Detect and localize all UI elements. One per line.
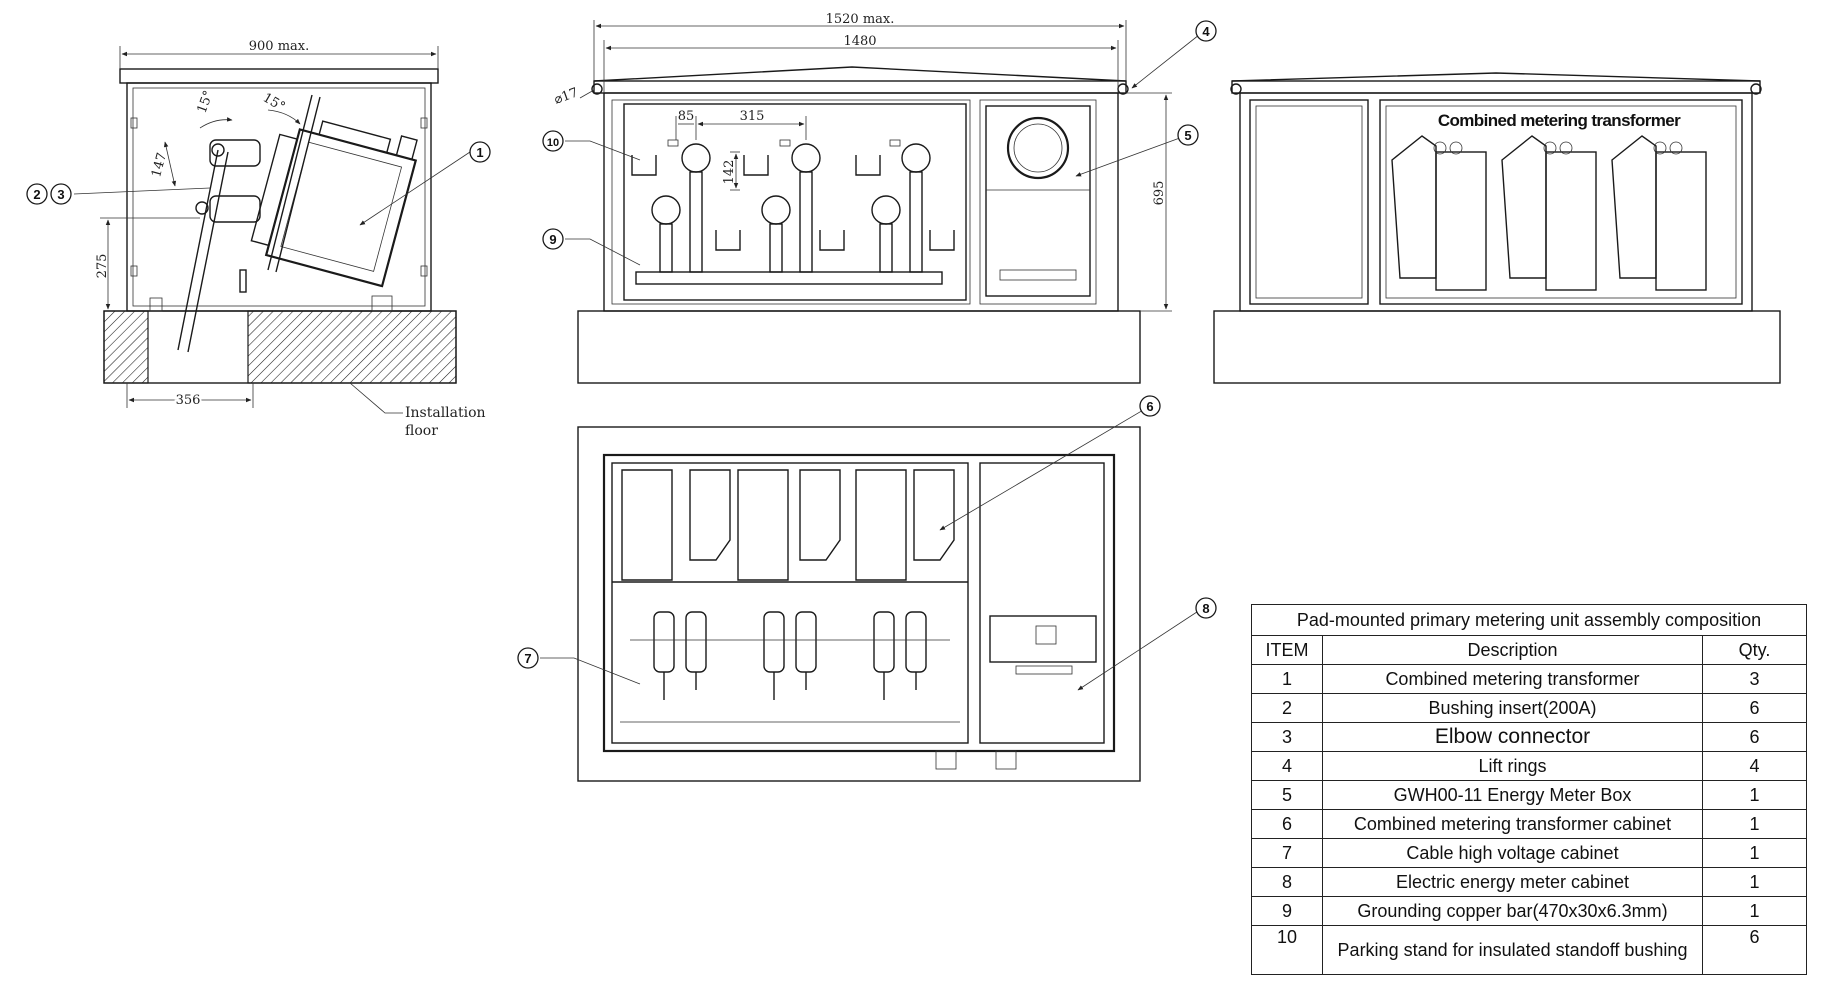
svg-text:5: 5 xyxy=(1184,128,1191,143)
bom-item: 7 xyxy=(1251,838,1323,868)
bom-item: 6 xyxy=(1251,809,1323,839)
svg-text:7: 7 xyxy=(524,651,531,666)
dim-front-width: 1480 xyxy=(843,34,876,49)
dim-height: 695 xyxy=(1152,181,1167,206)
svg-text:6: 6 xyxy=(1146,399,1153,414)
bom-qty: 1 xyxy=(1702,867,1807,897)
bom-qty: 6 xyxy=(1702,693,1807,723)
bom-caption: Pad-mounted primary metering unit assemb… xyxy=(1251,604,1807,635)
bom-item: 3 xyxy=(1251,722,1323,752)
svg-text:8: 8 xyxy=(1202,601,1209,616)
svg-text:3: 3 xyxy=(57,187,64,202)
bom-description: GWH00-11 Energy Meter Box xyxy=(1322,780,1703,810)
svg-text:10: 10 xyxy=(547,137,559,149)
bom-header-qty: Qty. xyxy=(1702,635,1807,665)
bom-item: 4 xyxy=(1251,751,1323,781)
table-row: 1 Combined metering transformer 3 xyxy=(1251,664,1807,694)
svg-text:4: 4 xyxy=(1202,24,1210,39)
bom-item: 9 xyxy=(1251,896,1323,926)
table-row: 2 Bushing insert(200A) 6 xyxy=(1251,693,1807,723)
bom-description: Grounding copper bar(470x30x6.3mm) xyxy=(1322,896,1703,926)
bom-qty: 6 xyxy=(1702,925,1807,975)
dim-pitch-large: 315 xyxy=(740,109,765,124)
front-view: 1520 max. 1480 695 85 315 142 ⌀17 xyxy=(552,12,1205,384)
bom-qty: 1 xyxy=(1702,838,1807,868)
balloon-6: 6 xyxy=(1139,395,1161,417)
installation-floor-label-2: floor xyxy=(405,423,438,439)
dim-bushing-height: 275 xyxy=(95,254,110,279)
bom-description: Electric energy meter cabinet xyxy=(1322,867,1703,897)
rear-view-title: Combined metering transformer xyxy=(1438,111,1681,130)
bom-description: Lift rings xyxy=(1322,751,1703,781)
table-row: 4 Lift rings 4 xyxy=(1251,751,1807,781)
dim-ring-dia: ⌀17 xyxy=(552,85,580,107)
rear-view: Combined metering transformer xyxy=(1213,72,1781,384)
bom-item: 10 xyxy=(1251,925,1323,975)
balloon-8: 8 xyxy=(1195,597,1217,619)
table-row: 3 Elbow connector 6 xyxy=(1251,722,1807,752)
bom-description: Combined metering transformer cabinet xyxy=(1322,809,1703,839)
bom-qty: 1 xyxy=(1702,809,1807,839)
svg-text:1: 1 xyxy=(476,145,483,160)
balloon-2: 2 xyxy=(26,183,48,205)
dim-floor-offset: 356 xyxy=(176,393,201,408)
dim-angle-2: 15° xyxy=(260,90,287,115)
bom-description: Parking stand for insulated standoff bus… xyxy=(1322,925,1703,975)
table-row: 8 Electric energy meter cabinet 1 xyxy=(1251,867,1807,897)
svg-text:9: 9 xyxy=(549,232,556,247)
balloon-1: 1 xyxy=(469,141,491,163)
dim-angle-1: 15° xyxy=(195,89,217,116)
bom-qty: 1 xyxy=(1702,780,1807,810)
bom-qty: 1 xyxy=(1702,896,1807,926)
balloon-7: 7 xyxy=(517,647,539,669)
table-row: 7 Cable high voltage cabinet 1 xyxy=(1251,838,1807,868)
balloon-9: 9 xyxy=(542,228,564,250)
bom-header-item: ITEM xyxy=(1251,635,1323,665)
bom-qty: 4 xyxy=(1702,751,1807,781)
bom-item: 5 xyxy=(1251,780,1323,810)
bom-header-row: ITEM Description Qty. xyxy=(1251,635,1807,665)
bom-item: 8 xyxy=(1251,867,1323,897)
bom-description: Elbow connector xyxy=(1322,722,1703,752)
installation-floor-label-1: Installation xyxy=(405,405,486,421)
top-view xyxy=(540,405,1204,782)
balloon-10: 10 xyxy=(542,130,564,152)
bom-description: Combined metering transformer xyxy=(1322,664,1703,694)
side-view: 900 max. 275 147 15° 15° 356 Installatio… xyxy=(73,39,486,439)
dim-vertical-small: 142 xyxy=(722,160,737,185)
bom-table: Pad-mounted primary metering unit assemb… xyxy=(1251,604,1807,975)
bom-qty: 6 xyxy=(1702,722,1807,752)
balloon-4: 4 xyxy=(1195,20,1217,42)
balloon-3: 3 xyxy=(50,183,72,205)
bom-item: 1 xyxy=(1251,664,1323,694)
table-row: 9 Grounding copper bar(470x30x6.3mm) 1 xyxy=(1251,896,1807,926)
dim-pitch-small: 85 xyxy=(678,109,695,124)
bom-item: 2 xyxy=(1251,693,1323,723)
bom-header-description: Description xyxy=(1322,635,1703,665)
svg-text:2: 2 xyxy=(33,187,40,202)
dim-side-width: 900 max. xyxy=(249,39,310,54)
dim-bushing-spacing: 147 xyxy=(149,151,170,179)
table-row: 6 Combined metering transformer cabinet … xyxy=(1251,809,1807,839)
bom-description: Cable high voltage cabinet xyxy=(1322,838,1703,868)
table-row: 10 Parking stand for insulated standoff … xyxy=(1251,925,1807,975)
table-row: 5 GWH00-11 Energy Meter Box 1 xyxy=(1251,780,1807,810)
dim-front-width-max: 1520 max. xyxy=(826,12,895,27)
bom-description: Bushing insert(200A) xyxy=(1322,693,1703,723)
balloon-5: 5 xyxy=(1177,124,1199,146)
bom-qty: 3 xyxy=(1702,664,1807,694)
